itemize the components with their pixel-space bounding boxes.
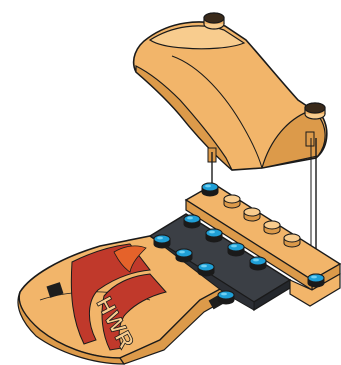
stud-orange-2 xyxy=(224,195,240,208)
stud-blue-a3 xyxy=(228,243,244,256)
stud-blue-connect-right xyxy=(308,274,324,287)
stud-orange-4 xyxy=(264,221,280,234)
stud-blue-b1 xyxy=(154,235,170,248)
stud-blue-a2 xyxy=(206,229,222,242)
slope-stud-right xyxy=(305,103,325,119)
stud-blue-a1 xyxy=(184,215,200,228)
stud-blue-b3 xyxy=(198,263,214,276)
stud-blue-a4 xyxy=(250,257,266,270)
stud-orange-3 xyxy=(244,208,260,221)
stud-blue-b4 xyxy=(218,291,234,304)
curved-slope-brick xyxy=(134,13,327,170)
stud-blue-connect-left xyxy=(202,183,218,196)
stud-blue-b2 xyxy=(176,249,192,262)
slope-stud-top xyxy=(204,13,224,29)
stud-orange-5 xyxy=(284,234,300,247)
slope-tube-right xyxy=(306,132,314,146)
